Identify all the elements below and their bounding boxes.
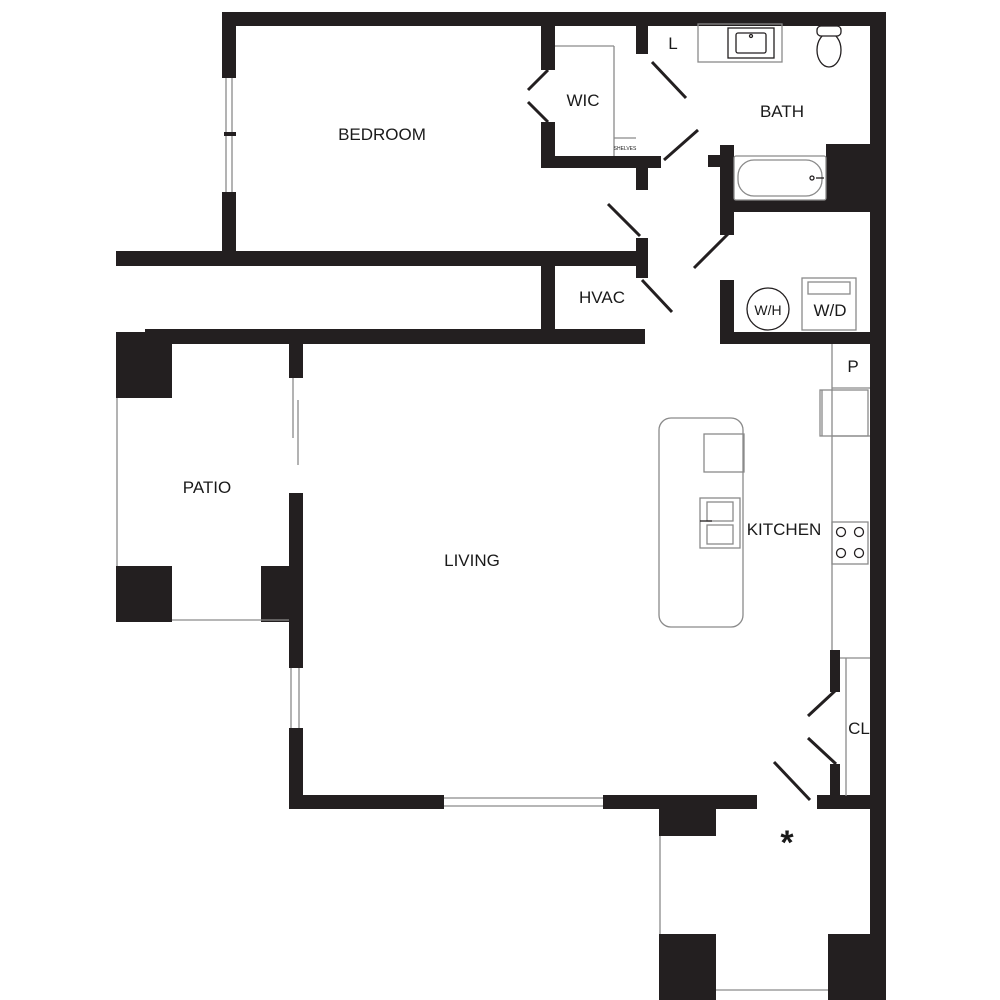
- living-label: LIVING: [444, 551, 500, 570]
- walls: [116, 12, 886, 1000]
- hvac-label: HVAC: [579, 288, 625, 307]
- water-heater: [746, 287, 790, 331]
- washer-dryer-label: W/D: [813, 301, 846, 320]
- doors: [526, 60, 838, 802]
- toilet: [816, 32, 842, 68]
- fixtures: [700, 25, 865, 559]
- closet-label: CL: [848, 719, 870, 738]
- patio-label: PATIO: [183, 478, 232, 497]
- plan-lines: [116, 23, 870, 991]
- kitchen-label: KITCHEN: [747, 520, 822, 539]
- bath-label: BATH: [760, 102, 804, 121]
- room-labels: BEDROOM WIC BATH HVAC PATIO LIVING KITCH…: [183, 34, 870, 862]
- linen-label: L: [668, 34, 677, 53]
- pantry-label: P: [847, 357, 858, 376]
- entry-marker: *: [780, 824, 794, 862]
- water-heater-label: W/H: [754, 302, 781, 318]
- wic-label: WIC: [566, 91, 599, 110]
- bedroom-label: BEDROOM: [338, 125, 426, 144]
- shelves-label: SHELVES: [614, 146, 637, 152]
